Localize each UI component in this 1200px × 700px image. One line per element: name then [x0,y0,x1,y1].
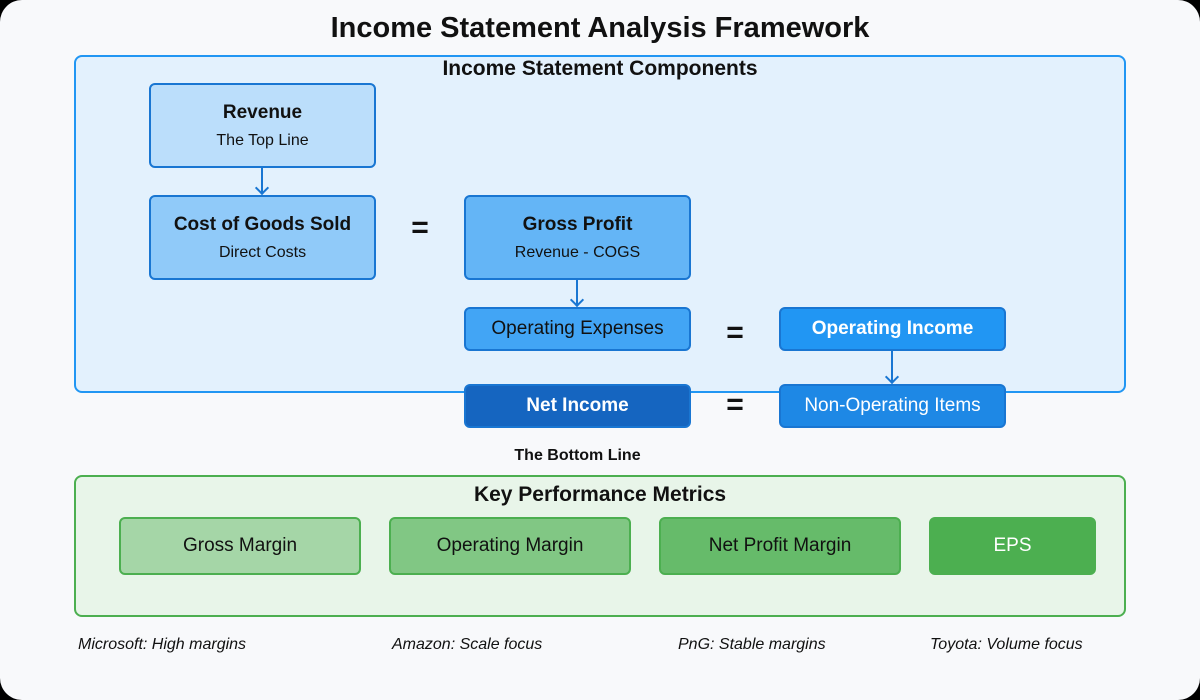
metric-label: EPS [993,535,1032,556]
arrow-revenue-cogs [261,168,263,194]
components-title: Income Statement Components [442,57,758,80]
operating-expenses-label: Operating Expenses [491,318,664,339]
revenue-sub: The Top Line [216,131,309,149]
example-microsoft: Microsoft: High margins [78,636,247,653]
arrow-opincome-nonop [891,351,893,383]
revenue-label: Revenue [222,101,303,123]
gross-profit-node: Gross Profit Revenue - COGS [464,195,691,280]
operating-expenses-node: Operating Expenses [464,307,691,351]
metric-label: Operating Margin [436,535,584,556]
revenue-node: Revenue The Top Line [149,83,376,168]
example-amazon: Amazon: Scale focus [392,636,543,653]
metric-label: Gross Margin [182,535,298,556]
gross-profit-sub: Revenue - COGS [514,243,641,261]
metrics-title: Key Performance Metrics [473,483,727,506]
metric-label: Net Profit Margin [708,535,852,556]
non-operating-items-label: Non-Operating Items [804,395,981,416]
metric-eps: EPS [929,517,1096,575]
diagram-title: Income Statement Analysis Framework [330,12,870,44]
metric-operating-margin: Operating Margin [389,517,631,575]
non-operating-items-node: Non-Operating Items [779,384,1006,428]
net-income-node: Net Income [464,384,691,428]
equals-sign: = [726,388,744,421]
equals-sign: = [726,316,744,349]
metric-gross-margin: Gross Margin [119,517,361,575]
equals-sign: = [411,211,429,244]
metric-net-profit-margin: Net Profit Margin [659,517,901,575]
net-income-caption: The Bottom Line [514,447,641,464]
arrow-gross-opex [576,280,578,306]
gross-profit-label: Gross Profit [522,213,633,235]
example-toyota: Toyota: Volume focus [930,636,1083,653]
cogs-sub: Direct Costs [218,243,307,261]
operating-income-node: Operating Income [779,307,1006,351]
cogs-label: Cost of Goods Sold [173,213,352,235]
operating-income-label: Operating Income [811,318,974,339]
net-income-label: Net Income [526,395,629,416]
cogs-node: Cost of Goods Sold Direct Costs [149,195,376,280]
example-png: PnG: Stable margins [678,636,826,653]
